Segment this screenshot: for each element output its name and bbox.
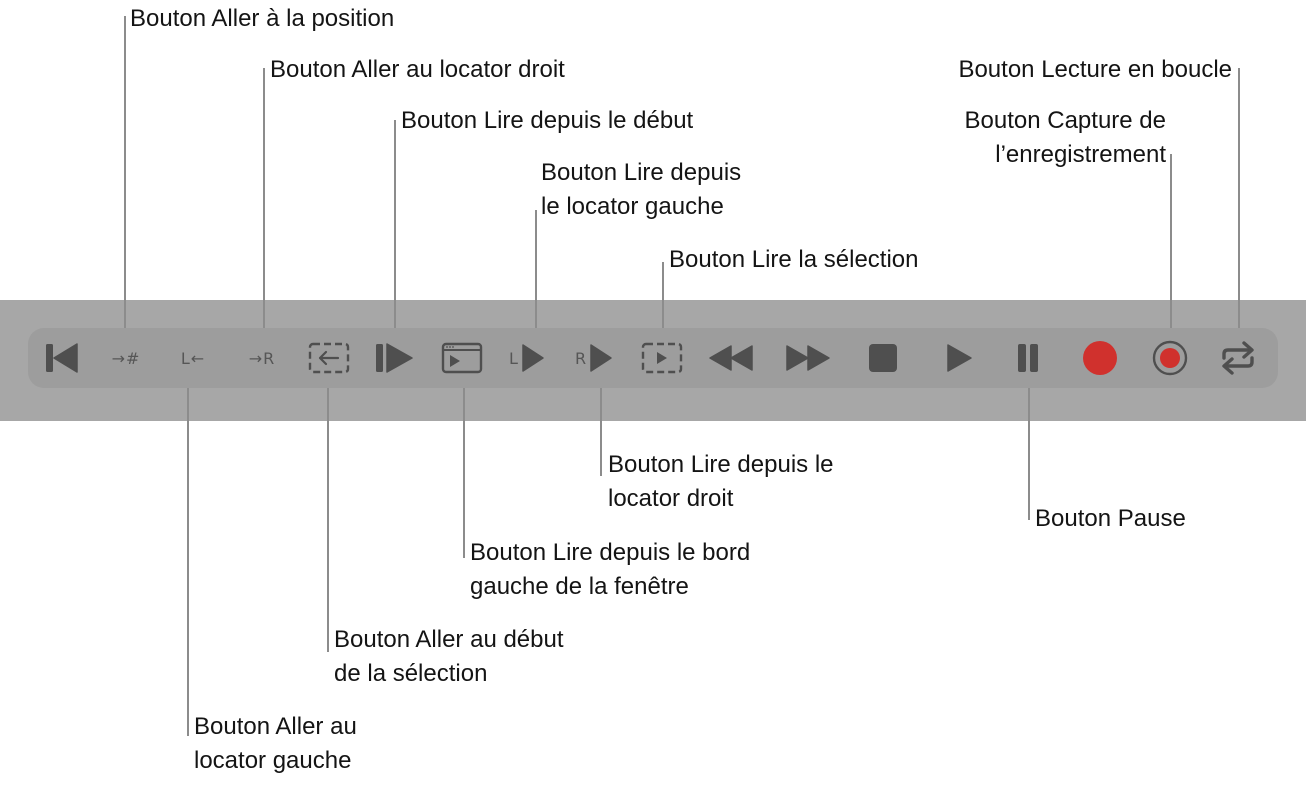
go-to-beginning-button[interactable]: [34, 328, 90, 388]
callout-line-play-selection: [662, 262, 664, 328]
callout-line-capture-recording: [1170, 154, 1172, 328]
capture-record-icon: [1152, 340, 1188, 376]
label-go-to-left-locator: Bouton Aller au locator gauche: [194, 713, 357, 774]
label-play-from-right-locator: Bouton Lire depuis le locator droit: [608, 451, 834, 512]
stop-button[interactable]: [855, 328, 911, 388]
label-cycle: Bouton Lecture en boucle: [958, 56, 1232, 83]
label-play-from-window-left-edge: Bouton Lire depuis le bord gauche de la …: [470, 539, 751, 600]
play-from-left-locator-button[interactable]: L: [499, 328, 555, 388]
callout-line-go-to-position: [124, 16, 126, 328]
go-to-left-locator-button[interactable]: L←: [165, 328, 221, 388]
label-play-from-left-locator: Bouton Lire depuis le locator gauche: [541, 159, 742, 220]
callout-line-play-from-right-locator: [600, 388, 602, 476]
fast-forward-button[interactable]: [780, 328, 836, 388]
play-from-right-locator-button[interactable]: R: [566, 328, 622, 388]
play-selection-button[interactable]: [634, 328, 690, 388]
transport-toolbar: →# L← →R L: [28, 328, 1278, 388]
callout-line-go-to-right-locator: [263, 68, 265, 328]
label-capture-recording: Bouton Capture de l’enregistrement: [964, 107, 1166, 168]
go-to-position-button[interactable]: →#: [98, 328, 154, 388]
play-icon: [947, 344, 972, 372]
play-from-window-left-edge-button[interactable]: [434, 328, 490, 388]
bar-play-icon: [376, 343, 413, 373]
record-icon: [1083, 341, 1117, 375]
l-arrow-left-icon: L←: [180, 348, 206, 368]
label-go-to-right-locator: Bouton Aller au locator droit: [270, 56, 565, 83]
l-letter-icon: L: [509, 348, 519, 368]
play-button[interactable]: [931, 328, 987, 388]
go-to-selection-start-button[interactable]: [301, 328, 357, 388]
dashed-box-play-icon: [641, 342, 683, 374]
cycle-button[interactable]: [1210, 328, 1266, 388]
dashed-box-arrow-left-icon: [308, 342, 350, 374]
play-from-beginning-button[interactable]: [367, 328, 423, 388]
l-play-icon: [522, 344, 544, 372]
callout-line-play-from-window-left-edge: [463, 388, 465, 558]
capture-recording-button[interactable]: [1142, 328, 1198, 388]
arrow-hash-icon: →#: [111, 348, 141, 368]
rewind-button[interactable]: [703, 328, 759, 388]
rewind-icon: [709, 345, 753, 371]
r-letter-icon: R: [574, 348, 588, 368]
window-play-icon: [441, 342, 483, 374]
label-go-to-selection-start: Bouton Aller au début de la sélection: [334, 626, 564, 687]
skip-to-start-icon: [46, 343, 78, 373]
callout-line-go-to-selection-start: [327, 388, 329, 652]
callout-line-pause: [1028, 388, 1030, 520]
label-play-from-beginning: Bouton Lire depuis le début: [401, 107, 694, 134]
label-go-to-position: Bouton Aller à la position: [130, 5, 395, 32]
label-play-selection: Bouton Lire la sélection: [669, 246, 919, 273]
arrow-r-icon: →R: [248, 348, 276, 368]
callout-line-play-from-beginning: [394, 120, 396, 328]
loop-icon: [1222, 341, 1254, 375]
pause-button[interactable]: [1000, 328, 1056, 388]
r-play-icon: [590, 344, 612, 372]
fast-forward-icon: [786, 345, 830, 371]
callout-line-cycle: [1238, 68, 1240, 328]
stop-icon: [869, 344, 897, 372]
record-button[interactable]: [1072, 328, 1128, 388]
callout-line-play-from-left-locator: [535, 210, 537, 328]
go-to-right-locator-button[interactable]: →R: [234, 328, 290, 388]
label-pause: Bouton Pause: [1035, 505, 1186, 532]
pause-icon: [1018, 344, 1038, 372]
callout-line-go-to-left-locator: [187, 388, 189, 736]
